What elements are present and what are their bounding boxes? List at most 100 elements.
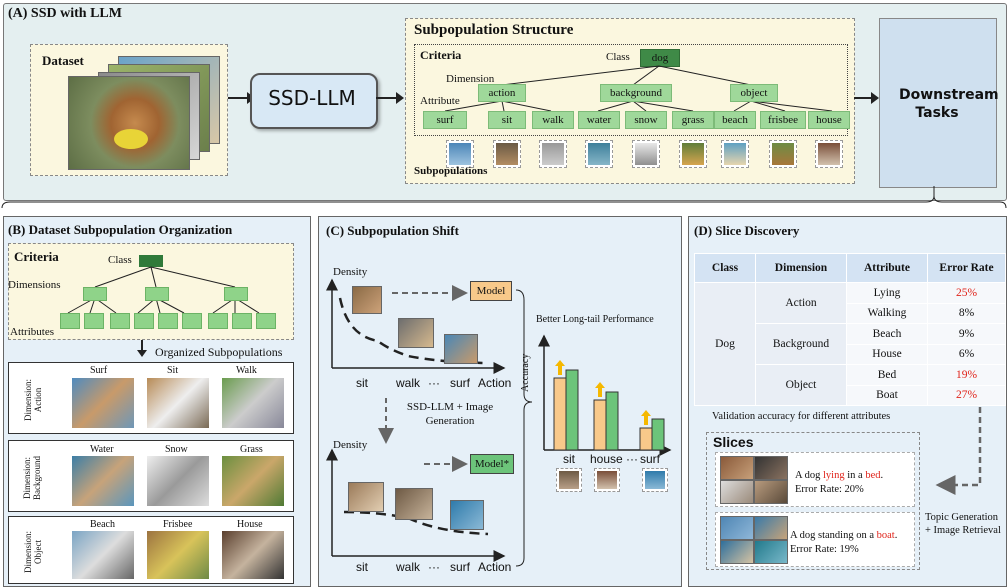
slice-1-image-4 [754, 480, 788, 504]
panel-b-dim-node-1 [83, 287, 107, 301]
ssd-image-generation-label: SSD-LLM + Image Generation [406, 401, 494, 427]
bar-image-surf [642, 468, 668, 492]
group-background-attr-3: Grass [240, 444, 263, 455]
panel-b-attr-node [60, 313, 80, 329]
downstream-label: Downstream Tasks [899, 87, 999, 121]
table-header-dimension: Dimension [755, 253, 847, 283]
organized-subpopulations-label: Organized Subpopulations [155, 345, 283, 359]
group-object-images-1 [72, 531, 134, 579]
density-image-top-1 [352, 286, 382, 314]
panel-b-attr-node [134, 313, 154, 329]
table-cell-attribute: Beach [846, 323, 928, 345]
slice-1-text-w2: bed [865, 470, 881, 481]
slice-2-text-w: boat [876, 530, 895, 541]
attr-node-house: house [808, 111, 850, 129]
x-tick-walk-top: walk [396, 376, 421, 390]
slice-2-caption: A dog standing on a boat. [790, 530, 897, 541]
bar-tick-sit: sit [563, 452, 575, 466]
attribute-label: Attribute [420, 95, 460, 107]
model-box: Model [470, 281, 512, 301]
attr-node-frisbee: frisbee [760, 111, 806, 129]
attr-node-sit: sit [488, 111, 526, 129]
attr-node-water: water [578, 111, 620, 129]
panel-b-attr-node [232, 313, 252, 329]
topic-generation-label: Topic Generation [925, 512, 999, 523]
slice-1-text-w1: lying [823, 470, 845, 481]
x-tick-surf-top: surf [450, 376, 471, 390]
subpop-image-snow [632, 140, 660, 168]
slice-2-error-rate: Error Rate: 19% [790, 544, 859, 555]
slices-box [706, 432, 920, 570]
panel-c-graphics [326, 278, 672, 567]
panel-a-title: (A) SSD with LLM [8, 6, 122, 21]
group-object-attr-2: Frisbee [163, 519, 193, 530]
slice-1-text-end: . [880, 470, 884, 481]
x-tick-action-top: Action [478, 376, 512, 390]
dim-node-background: background [600, 84, 672, 102]
panel-d-title: (D) Slice Discovery [694, 223, 800, 238]
criteria-box [414, 44, 848, 136]
panel-b-title: (B) Dataset Subpopulation Organization [8, 222, 233, 237]
class-label: Class [606, 51, 630, 63]
table-header-error-rate: Error Rate [927, 253, 1006, 283]
group-background-dimension: Dimension: Background [22, 456, 42, 500]
bar-tick-dots: ··· [626, 452, 638, 466]
dim-node-object: object [730, 84, 778, 102]
ssd-llm-label: SSD-LLM [268, 86, 356, 110]
panel-b-attr-node [182, 313, 202, 329]
density-image-top-2 [398, 318, 434, 348]
table-cell-attribute: Walking [846, 302, 928, 324]
bar-sit-before [553, 377, 567, 451]
table-header-attribute: Attribute [846, 253, 928, 283]
slice-2-text-end: . [894, 530, 898, 541]
panel-c-title: (C) Subpopulation Shift [326, 223, 459, 238]
group-object-attr-1: Beach [90, 519, 115, 530]
dimension-label: Dimension [446, 73, 495, 85]
x-tick-walk-bottom: walk [396, 560, 421, 574]
error-rate-table: Class Dimension Attribute Error Rate Dog… [694, 253, 1006, 406]
density-label-top: Density [333, 266, 368, 278]
table-cell-attribute: Lying [846, 282, 928, 304]
density-image-top-3 [444, 334, 478, 364]
table-cell-rate: 8% [927, 302, 1006, 324]
attr-node-surf: surf [423, 111, 467, 129]
table-cell-dimension-action: Action [755, 282, 847, 324]
x-tick-action-bottom: Action [478, 560, 512, 574]
panel-b-attr-node [84, 313, 104, 329]
bar-house-after [605, 391, 619, 451]
group-action-attr-1: Surf [90, 365, 108, 376]
group-background-images-1 [72, 456, 134, 506]
slice-2-text-pre: A dog standing on a [790, 530, 877, 541]
subpop-image-water [585, 140, 613, 168]
panel-b-attr-node [110, 313, 130, 329]
x-tick-sit-top: sit [356, 376, 368, 390]
bar-surf-after [651, 418, 665, 451]
subpop-image-house [815, 140, 843, 168]
slice-1-image-1 [720, 456, 754, 480]
panel-b-dimensions-label: Dimensions [8, 279, 61, 291]
group-object-attr-3: House [237, 519, 263, 530]
group-action-attr-2: Sit [167, 365, 179, 376]
panel-c [318, 216, 682, 587]
group-background-attr-2: Snow [165, 444, 188, 455]
improvement-arrow-icon [595, 382, 605, 397]
subpop-image-sit [493, 140, 521, 168]
table-cell-class: Dog [694, 282, 756, 406]
group-action-images-3 [222, 378, 284, 428]
validation-caption: Validation accuracy for different attrib… [712, 411, 891, 422]
bar-image-sit [556, 468, 582, 492]
density-image-bottom-1 [348, 482, 384, 512]
ssd-llm-box [250, 73, 378, 129]
table-cell-attribute: Boat [846, 384, 928, 406]
attr-node-snow: snow [625, 111, 667, 129]
density-label-bottom: Density [333, 439, 368, 451]
dataset-dog-image [68, 76, 190, 170]
slices-title: Slices [713, 434, 754, 450]
group-object-images-3 [222, 531, 284, 579]
group-action-attr-3: Walk [236, 365, 257, 376]
attr-node-beach: beach [714, 111, 756, 129]
group-object-dimension: Dimension: Object [23, 531, 43, 573]
slice-2-image-1 [720, 516, 754, 540]
table-cell-dimension-background: Background [755, 323, 847, 365]
table-cell-rate: 9% [927, 323, 1006, 345]
